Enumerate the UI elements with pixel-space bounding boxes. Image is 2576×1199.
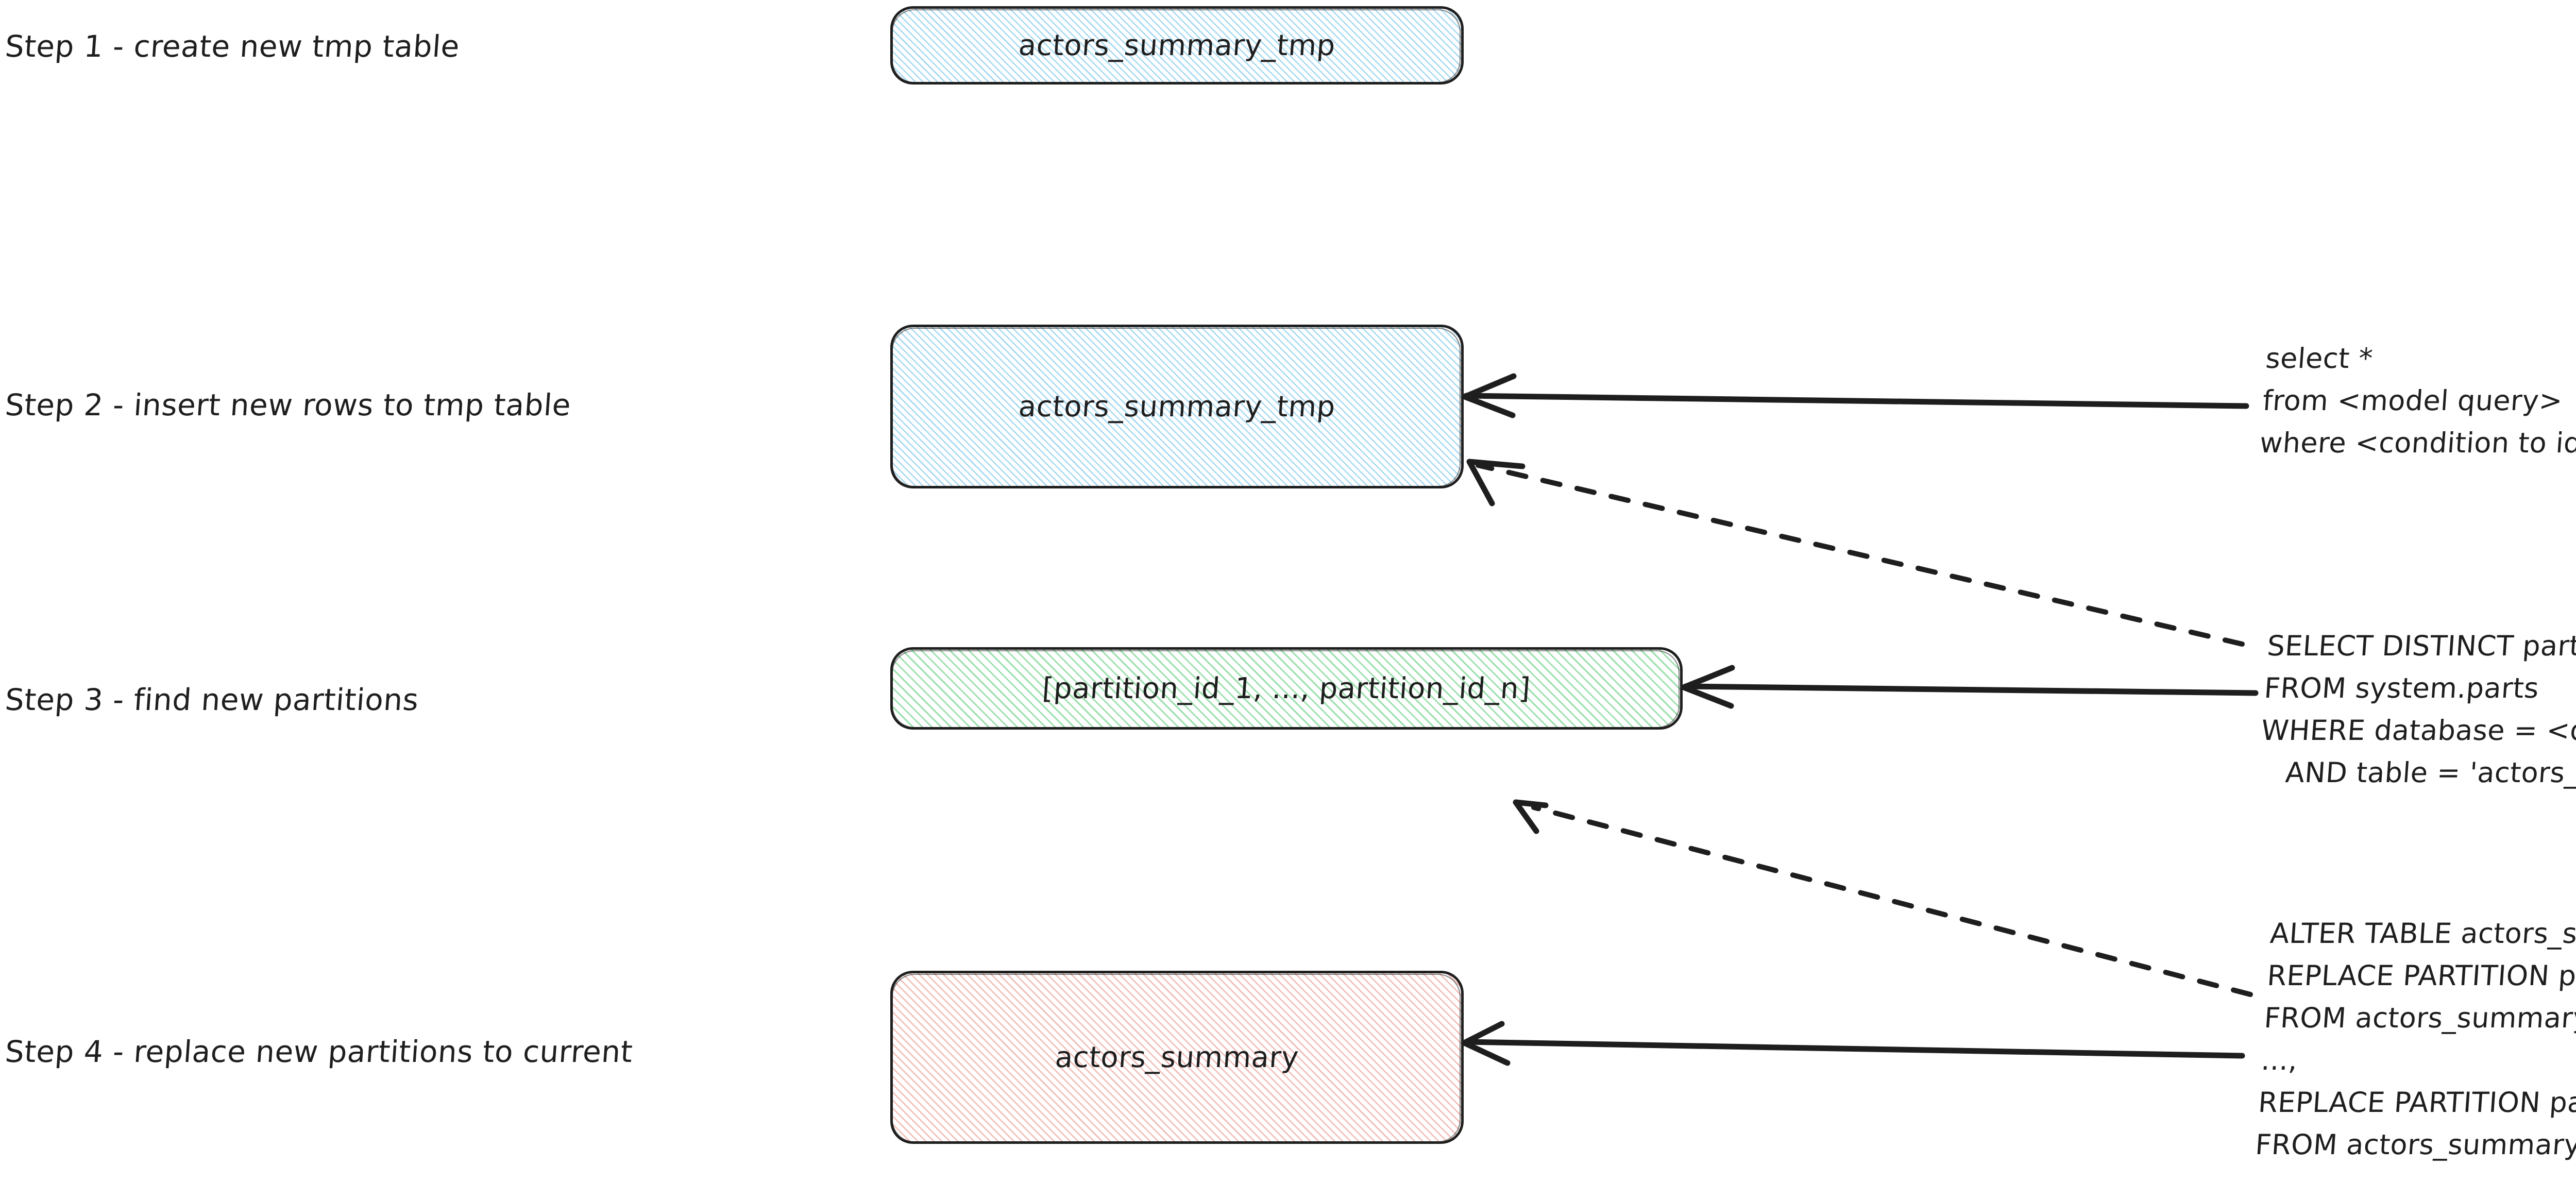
arrow-sql3-to-node2 (1466, 459, 2245, 647)
node-label: actors_summary_tmp (1017, 390, 1337, 424)
arrow-sql3-to-node3 (1681, 665, 2259, 709)
node-actors-summary-tmp-step2[interactable]: actors_summary_tmp (890, 325, 1464, 488)
step-label-1: Step 1 - create new tmp table (4, 29, 461, 64)
step-label-3: Step 3 - find new partitions (4, 682, 420, 717)
arrow-sql4-to-node3 (1513, 799, 2253, 997)
node-label: [partition_id_1, ..., partition_id_n] (1041, 671, 1532, 705)
node-actors-summary-tmp-step1[interactable]: actors_summary_tmp (890, 6, 1464, 85)
sql-block-step2: select * from <model query> where <condi… (2259, 342, 2576, 460)
node-label: actors_summary_tmp (1017, 28, 1337, 62)
node-actors-summary[interactable]: actors_summary (890, 971, 1464, 1144)
arrow-sql4-to-node4 (1461, 1021, 2245, 1066)
arrow-sql2-to-node2 (1462, 373, 2249, 418)
sql-block-step3: SELECT DISTINCT partition_id FROM system… (2260, 630, 2576, 789)
step-label-2: Step 2 - insert new rows to tmp table (4, 387, 572, 423)
node-partition-id-list[interactable]: [partition_id_1, ..., partition_id_n] (890, 647, 1683, 730)
node-label: actors_summary (1054, 1040, 1300, 1074)
sql-block-step4: ALTER TABLE actors_summary REPLACE PARTI… (2254, 917, 2576, 1161)
step-label-4: Step 4 - replace new partitions to curre… (4, 1034, 634, 1069)
